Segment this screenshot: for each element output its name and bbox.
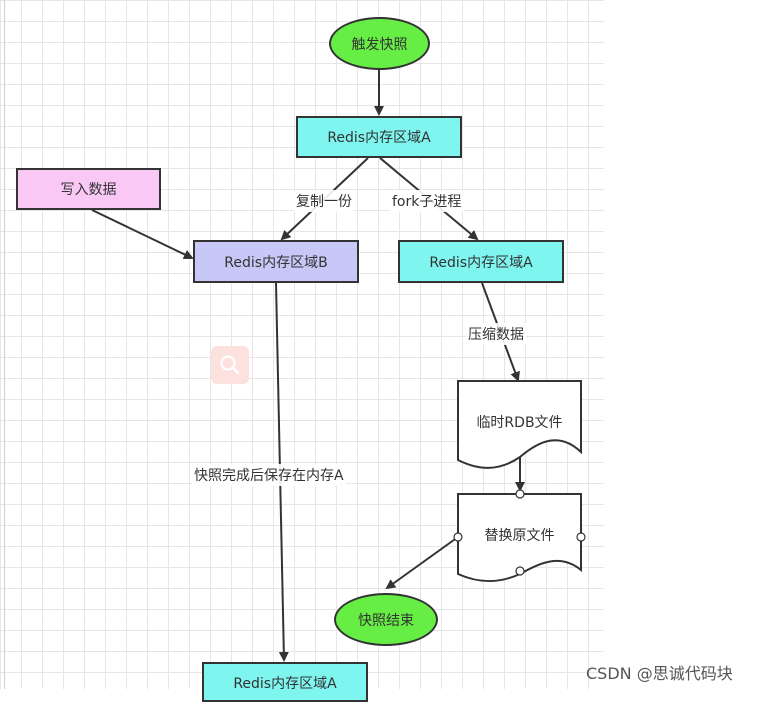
flowchart-connectors — [91, 70, 586, 662]
edge-label-save-back: 快照完成后保存在内存A — [192, 464, 346, 486]
redis-area-a-top-label: Redis内存区域A — [327, 130, 431, 146]
temp-rdb-document-shape — [457, 380, 582, 469]
redis-area-a-bottom-label: Redis内存区域A — [233, 676, 337, 692]
redis-area-b-node: Redis内存区域B — [193, 240, 359, 283]
redis-area-a-bottom-node: Redis内存区域A — [202, 662, 368, 702]
temp-rdb-label: 临时RDB文件 — [476, 415, 563, 431]
edge-label-copy: 复制一份 — [294, 190, 354, 212]
connector-point — [515, 489, 525, 499]
source-watermark: CSDN @思诚代码块 — [586, 664, 733, 683]
search-icon — [220, 355, 240, 375]
write-data-label: 写入数据 — [60, 182, 117, 198]
redis-area-a-fork-node: Redis内存区域A — [398, 240, 564, 283]
search-overlay-button[interactable] — [211, 346, 249, 384]
snapshot-end-node: 快照结束 — [334, 593, 438, 646]
connector-point — [453, 532, 463, 542]
flowchart-canvas: 触发快照 Redis内存区域A 写入数据 Redis内存区域B Redis内存区… — [0, 0, 604, 702]
redis-area-a-top-node: Redis内存区域A — [296, 116, 462, 158]
redis-area-a-fork-label: Redis内存区域A — [429, 254, 533, 271]
write-data-node: 写入数据 — [16, 168, 161, 210]
snapshot-end-label: 快照结束 — [358, 612, 414, 629]
connector-point — [515, 566, 525, 576]
trigger-snapshot-label: 触发快照 — [351, 36, 408, 53]
edge-replace-to-end — [385, 536, 459, 590]
edge-write-data — [91, 209, 194, 260]
replace-file-label: 替换原文件 — [484, 528, 555, 544]
trigger-snapshot-node: 触发快照 — [329, 17, 430, 70]
redis-area-b-label: Redis内存区域B — [224, 254, 328, 271]
connector-point — [576, 532, 586, 542]
edge-label-fork: fork子进程 — [390, 190, 464, 212]
edge-label-compress: 压缩数据 — [466, 323, 526, 345]
